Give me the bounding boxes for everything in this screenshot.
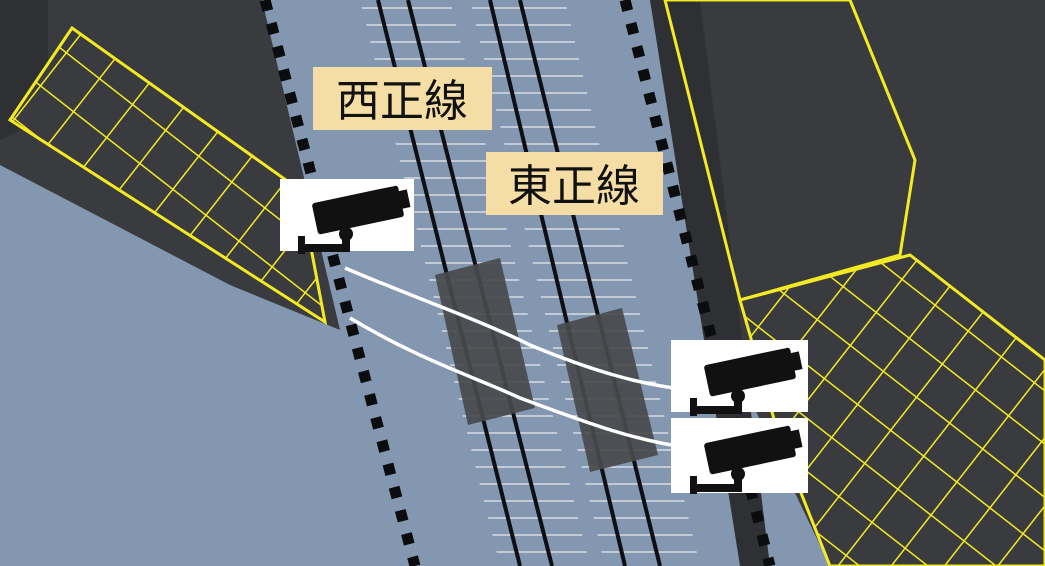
west-hatch-zone [10,28,325,322]
camera-east-upper [671,340,808,418]
east-main-line-label: 東正線 [508,161,640,212]
west-main-line-label: 西正線 [336,76,468,127]
camera-west [280,179,414,256]
east-label-box [486,152,663,215]
cable-lower [349,316,691,450]
cable-upper [344,266,691,392]
west-tactile-line [259,0,421,566]
west-label-box [313,67,492,130]
camera-east-lower [671,418,808,496]
east-pit [557,308,658,472]
west-pit [435,258,535,425]
west-platform [0,0,340,330]
